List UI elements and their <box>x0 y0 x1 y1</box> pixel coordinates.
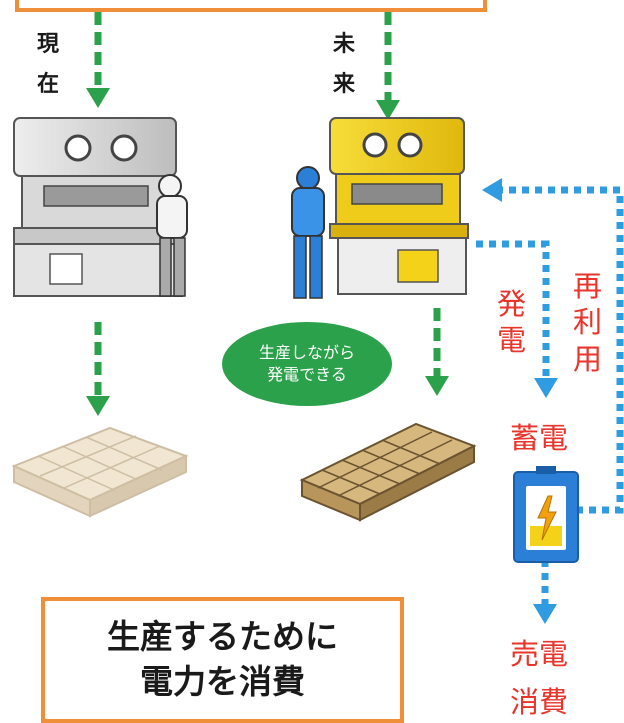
arrow-future-middle <box>425 308 449 396</box>
label-generate-char-1: 発 <box>497 287 527 321</box>
bubble-line-2: 発電できる <box>267 365 347 384</box>
arrow-future-top <box>376 12 400 120</box>
arrow-current-top <box>86 12 110 108</box>
boxes-current-icon <box>11 426 189 518</box>
label-consume: 消費 <box>510 685 569 719</box>
arrow-reuse <box>482 178 624 514</box>
label-generate-char-2: 電 <box>497 323 527 358</box>
label-current-char-2: 在 <box>37 72 60 97</box>
label-reuse-char-1: 再 <box>573 269 603 303</box>
label-sell: 売電 <box>510 637 569 671</box>
top-box <box>15 0 487 12</box>
label-future-char-2: 来 <box>333 72 356 97</box>
label-storage: 蓄電 <box>510 421 569 455</box>
label-reuse-char-2: 利 <box>573 305 603 340</box>
label-reuse-char-3: 用 <box>573 341 603 376</box>
bottom-caption-line-2: 電力を消費 <box>140 662 305 701</box>
label-future: 未 来 <box>333 34 355 96</box>
bubble-line-1: 生産しながら <box>258 343 355 363</box>
bottom-caption-line-1: 生産するために <box>107 617 338 657</box>
label-reuse: 再 利 用 <box>573 268 602 377</box>
boxes-future-icon <box>299 422 477 522</box>
bottom-caption-box: 生産するために 電力を消費 <box>41 597 404 723</box>
battery-icon <box>513 466 579 563</box>
label-future-char-1: 未 <box>333 32 356 57</box>
arrow-generate <box>476 240 558 398</box>
label-current: 現 在 <box>37 34 59 96</box>
bubble-generate-while-producing: 生産しながら 発電できる <box>222 322 392 406</box>
label-generate: 発 電 <box>497 286 526 359</box>
arrow-sell <box>533 560 557 624</box>
label-current-char-1: 現 <box>37 32 60 57</box>
arrow-current-middle <box>86 322 110 416</box>
press-future-icon <box>291 117 469 299</box>
press-current-icon <box>13 117 188 297</box>
